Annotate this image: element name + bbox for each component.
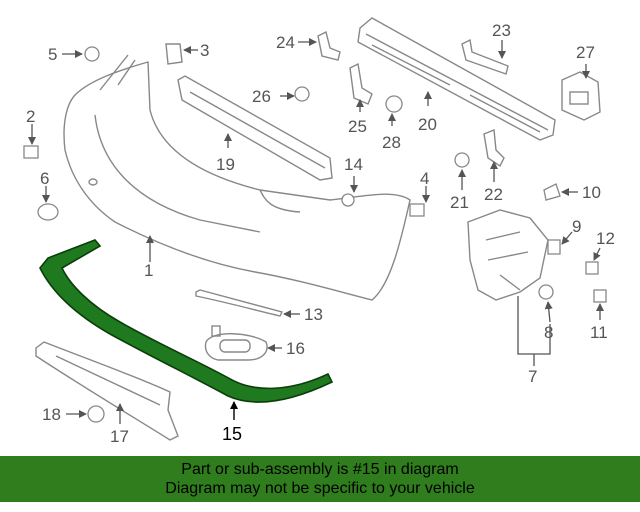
callout-13: 13	[304, 305, 323, 324]
callout-28: 28	[382, 133, 401, 152]
part-12-bolt	[585, 261, 599, 275]
callout-12: 12	[596, 229, 615, 248]
callout-26: 26	[252, 87, 271, 106]
callout-20: 20	[418, 115, 437, 134]
callout-24: 24	[276, 33, 295, 52]
callout-27: 27	[576, 43, 595, 62]
part-27-bracket	[561, 71, 601, 121]
part-13-strip	[195, 289, 284, 317]
callout-10: 10	[582, 183, 601, 202]
part-9-bolt	[547, 239, 561, 255]
part-25-bracket	[349, 62, 373, 105]
callout-22: 22	[484, 185, 503, 204]
leader-lines	[28, 38, 604, 424]
banner-line-1: Part or sub-assembly is #15 in diagram	[181, 461, 459, 478]
callout-7: 7	[528, 367, 537, 386]
banner-line-2: Diagram may not be specific to your vehi…	[165, 480, 475, 497]
part-7-side-bracket	[467, 209, 549, 301]
part-23-bracket	[461, 38, 509, 75]
callout-21: 21	[450, 193, 469, 212]
part-1-bumper-cover	[63, 54, 411, 301]
callout-16: 16	[286, 339, 305, 358]
part-2-bolt	[23, 145, 39, 159]
callout-3: 3	[200, 41, 209, 60]
part-15-lower-valance	[39, 239, 334, 403]
callout-9: 9	[572, 217, 581, 236]
callout-25: 25	[348, 117, 367, 136]
part-22-bracket	[483, 129, 505, 168]
callout-19: 19	[216, 155, 235, 174]
part-14-bolt	[341, 193, 355, 207]
part-20-reinforcement	[357, 17, 556, 141]
callout-6: 6	[40, 169, 49, 188]
part-10-clip	[543, 183, 561, 201]
part-21-bolt	[454, 152, 470, 168]
callout-18: 18	[42, 405, 61, 424]
part-4-bolt	[409, 203, 425, 217]
callout-2: 2	[26, 107, 35, 126]
callout-8: 8	[544, 323, 553, 342]
parts-diagram: 1 2 3 4 5 6 7 8 9 10 11 12 13 14 15 16 1…	[23, 17, 615, 446]
callout-11: 11	[590, 323, 608, 342]
callout-1: 1	[144, 261, 153, 280]
part-5-clip	[84, 46, 100, 62]
callout-4: 4	[420, 169, 429, 188]
part-19-absorber	[177, 75, 333, 181]
part-3-clip	[165, 43, 183, 65]
part-24-bracket	[317, 30, 341, 61]
info-banner: Part or sub-assembly is #15 in diagram D…	[0, 456, 640, 502]
callout-23: 23	[492, 21, 511, 40]
part-8-bolt	[538, 284, 554, 300]
fasteners	[23, 46, 607, 423]
part-26-bolt	[294, 86, 310, 102]
callout-15: 15	[222, 424, 242, 444]
callout-14: 14	[344, 155, 363, 174]
part-28-nut	[385, 95, 403, 113]
part-16-reflector	[204, 325, 268, 361]
callout-labels: 1 2 3 4 5 6 7 8 9 10 11 12 13 14 15 16 1…	[26, 21, 615, 446]
callout-5: 5	[48, 45, 57, 64]
part-17-lower-panel	[35, 341, 179, 441]
part-18-nut	[87, 405, 105, 423]
callout-17: 17	[110, 427, 129, 446]
part-11-bolt	[593, 289, 607, 303]
part-6-cap	[37, 203, 59, 221]
